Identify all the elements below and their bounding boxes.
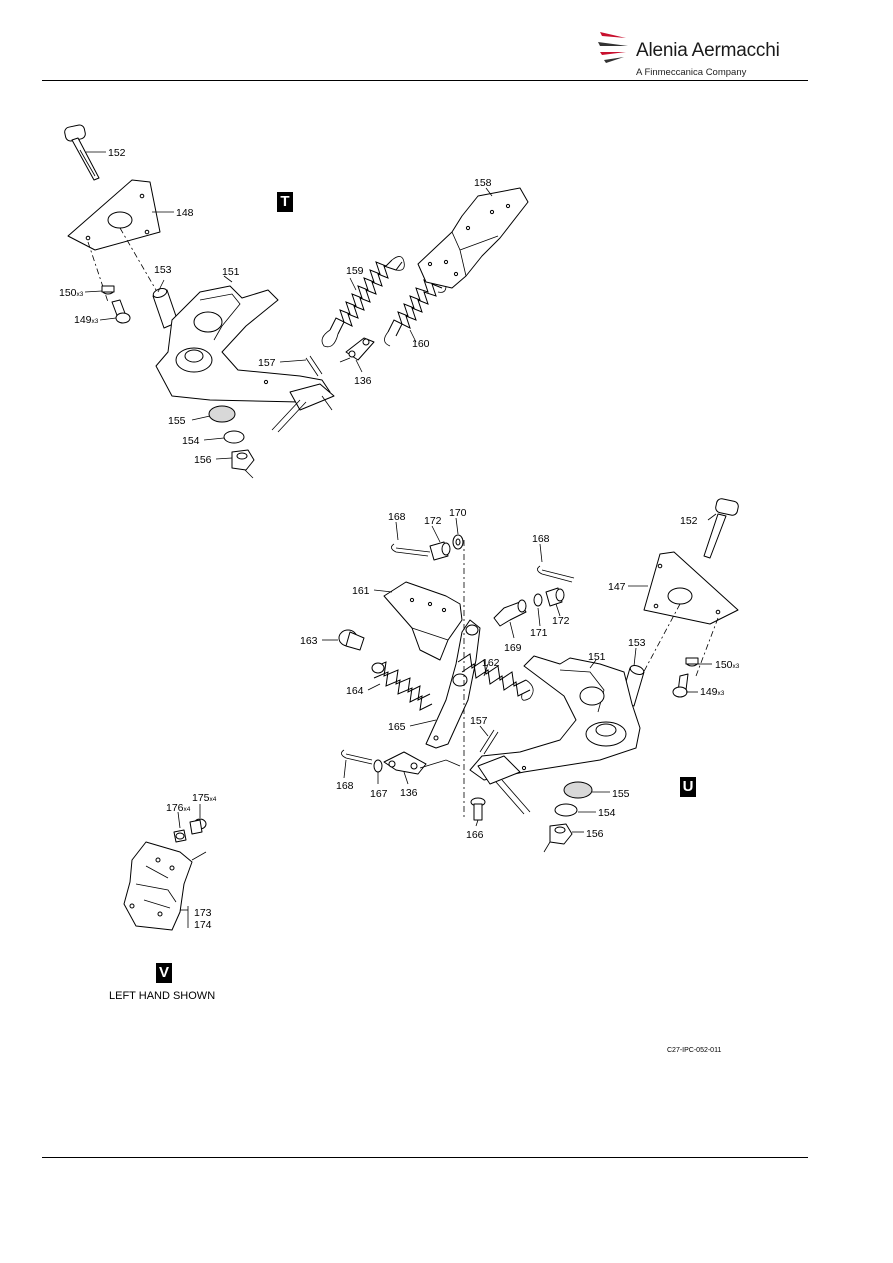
callout-156: 156 [194,454,212,466]
washer-150 [101,285,115,295]
callout-164: 164 [346,685,364,697]
nut-156 [231,449,255,471]
link-136-u [383,751,461,775]
callout-153-u: 153 [628,637,646,649]
spring-160 [384,279,447,347]
spring-159 [321,256,405,348]
washer-155-u [563,781,593,799]
callout-172-b: 172 [552,615,570,627]
callout-172-a: 172 [424,515,442,527]
plate-147 [643,551,739,625]
bolt-152 [64,124,100,181]
screw-149-u [672,673,689,698]
callout-154-u: 154 [598,807,616,819]
callout-151-u: 151 [588,651,606,663]
callout-165: 165 [388,721,406,733]
spring-162 [457,653,534,701]
washer-154 [223,430,245,444]
callout-136: 136 [354,375,372,387]
cotter-pin-168-c [341,749,373,765]
bellcrank-165 [425,619,481,749]
callout-152: 152 [108,147,126,159]
screw-175 [189,818,207,835]
bolt-152-u [703,498,739,559]
brand-logo: Alenia Aermacchi A Finmeccanica Company [596,24,796,84]
bracket-173-174 [123,841,193,931]
footer-rule [42,1157,808,1158]
callout-174: 174 [194,919,212,931]
callout-149-u: 149x3 [700,686,725,698]
cotter-pin-157-u [479,729,499,755]
callout-161: 161 [352,585,370,597]
washer-154-u [554,803,578,817]
callout-155-u: 155 [612,788,630,800]
pin-169 [493,599,527,627]
plate-161 [383,581,463,661]
view-t-assembly: 152 148 153 151 150x3 149x3 155 154 156 … [59,124,529,479]
view-v-assembly: 176x4 175x4 173 174 [123,792,217,931]
callout-149: 149x3 [74,314,99,326]
view-label-u: U [680,777,696,797]
callout-151: 151 [222,266,240,278]
view-v-caption: LEFT HAND SHOWN [109,990,216,1002]
cotter-pin-168-a [391,543,431,557]
bellcrank-151-u [469,655,641,781]
bellcrank-151 [155,285,331,403]
callout-148: 148 [176,207,194,219]
view-label-t: T [277,192,293,212]
brand-swoosh-icon [598,32,628,63]
nut-176 [173,829,187,843]
callout-163: 163 [300,635,318,647]
view-label-v: V [156,963,172,983]
callout-166: 166 [466,829,484,841]
callout-162: 162 [482,657,500,669]
pin-166 [470,797,486,821]
brand-subtitle: A Finmeccanica Company [636,67,747,78]
washer-155 [208,405,236,423]
pin-163 [338,629,365,651]
screw-149 [111,299,131,324]
figure-reference: C27-IPC-052-011 [667,1047,722,1054]
callout-157-u: 157 [470,715,488,727]
callout-157: 157 [258,357,276,369]
cotter-pin-157 [305,355,323,377]
washer-171 [533,593,543,607]
callout-156-u: 156 [586,828,604,840]
spring-164 [371,661,433,711]
callout-168-a: 168 [388,511,406,523]
callout-153: 153 [154,264,172,276]
header-rule [42,80,808,81]
callout-155: 155 [168,415,186,427]
callout-150: 150x3 [59,287,84,299]
nut-156-u [549,823,573,845]
callout-159: 159 [346,265,364,277]
bracket-158 [417,187,529,289]
callout-147: 147 [608,581,626,593]
nut-172-b [545,587,565,607]
callout-173: 173 [194,907,212,919]
callout-169: 169 [504,642,522,654]
callout-176: 176x4 [166,802,191,814]
callout-167: 167 [370,788,388,800]
washer-150-u [685,657,699,667]
callout-175: 175x4 [192,792,217,804]
callout-168-c: 168 [336,780,354,792]
view-u-assembly: 168 172 170 168 161 163 164 165 162 169 … [300,498,740,853]
callout-150-u: 150x3 [715,659,740,671]
callout-152-u: 152 [680,515,698,527]
callout-158: 158 [474,177,492,189]
callout-136-u: 136 [400,787,418,799]
link-136 [339,337,375,363]
callout-168-b: 168 [532,533,550,545]
nut-172-a [429,541,451,561]
callout-171: 171 [530,627,548,639]
brand-name: Alenia Aermacchi [636,40,780,61]
washer-167 [373,759,383,773]
cotter-pin-168-b [537,565,575,583]
callout-170: 170 [449,507,467,519]
callout-154: 154 [182,435,200,447]
callout-160: 160 [412,338,430,350]
